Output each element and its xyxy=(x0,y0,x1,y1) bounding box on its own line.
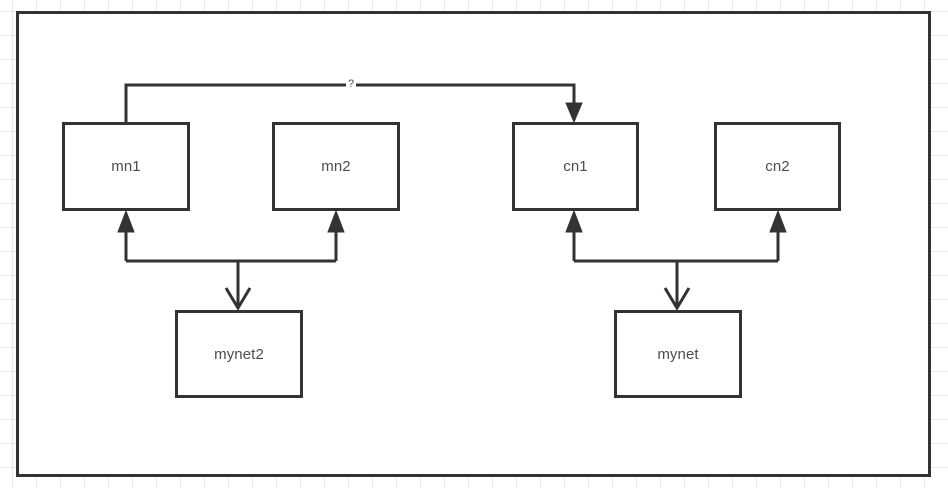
edge-bus-to-mynet[interactable] xyxy=(663,261,691,311)
arrowhead-filled-triangle xyxy=(117,209,135,233)
edge-mynet2-to-mn1[interactable] xyxy=(117,209,135,261)
arrowhead-filled-triangle xyxy=(769,209,787,233)
edge-bus-to-mynet2[interactable] xyxy=(224,261,252,311)
node-mn2[interactable] xyxy=(272,122,400,211)
arrowhead-open-chevron xyxy=(663,287,691,311)
edge-mynet2-to-mn2[interactable] xyxy=(327,209,345,261)
arrowhead-open-chevron xyxy=(224,287,252,311)
node-mn1[interactable] xyxy=(62,122,190,211)
node-cn1[interactable] xyxy=(512,122,639,211)
arrowhead-filled-triangle xyxy=(565,102,583,124)
node-cn2[interactable] xyxy=(714,122,841,211)
node-mynet2[interactable] xyxy=(175,310,303,398)
edge-mynet-to-cn1[interactable] xyxy=(565,209,583,261)
node-mynet[interactable] xyxy=(614,310,742,398)
arrowhead-filled-triangle xyxy=(327,209,345,233)
arrowhead-filled-triangle xyxy=(565,209,583,233)
outer-container[interactable] xyxy=(16,11,931,477)
edge-mynet-to-cn2[interactable] xyxy=(769,209,787,261)
